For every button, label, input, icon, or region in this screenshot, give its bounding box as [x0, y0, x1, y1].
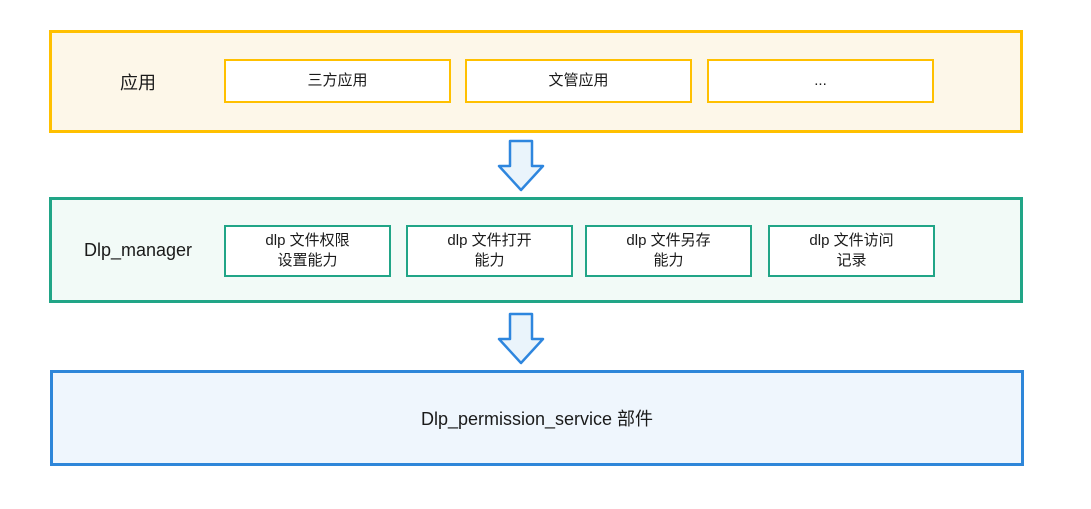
capability-label-line2: 能力 — [653, 252, 684, 269]
down-arrow-icon — [497, 139, 545, 192]
capability-label-line2: 能力 — [474, 252, 505, 269]
capability-label-line1: dlp 文件权限 — [265, 232, 350, 249]
file-manager-app-box: 文管应用 — [465, 59, 692, 103]
dlp-permission-setting-capability-box: dlp 文件权限 设置能力 — [224, 225, 391, 277]
dlp-file-open-capability-box: dlp 文件打开 能力 — [406, 225, 573, 277]
capability-label-line1: dlp 文件打开 — [447, 232, 532, 249]
capability-label-line2: 设置能力 — [277, 252, 338, 269]
capability-label-line1: dlp 文件另存 — [626, 232, 711, 249]
down-arrow-icon — [497, 312, 545, 365]
application-layer-band: 应用 三方应用 文管应用 ... — [49, 30, 1023, 133]
more-apps-box: ... — [707, 59, 934, 103]
file-manager-app-label: 文管应用 — [548, 72, 609, 89]
dlp-file-access-record-box: dlp 文件访问 记录 — [768, 225, 935, 277]
dlp-manager-band: Dlp_manager dlp 文件权限 设置能力 dlp 文件打开 能力 dl… — [49, 197, 1023, 303]
third-party-app-label: 三方应用 — [307, 72, 368, 89]
third-party-app-box: 三方应用 — [224, 59, 451, 103]
dlp-file-save-as-capability-box: dlp 文件另存 能力 — [585, 225, 752, 277]
capability-label-line2: 记录 — [836, 252, 867, 269]
application-layer-label: 应用 — [120, 72, 156, 93]
dlp-permission-service-band: Dlp_permission_service 部件 — [50, 370, 1024, 466]
dlp-manager-label: Dlp_manager — [83, 239, 193, 260]
more-apps-label: ... — [814, 72, 827, 89]
dlp-permission-service-label: Dlp_permission_service 部件 — [420, 409, 654, 429]
capability-label-line1: dlp 文件访问 — [809, 232, 894, 249]
